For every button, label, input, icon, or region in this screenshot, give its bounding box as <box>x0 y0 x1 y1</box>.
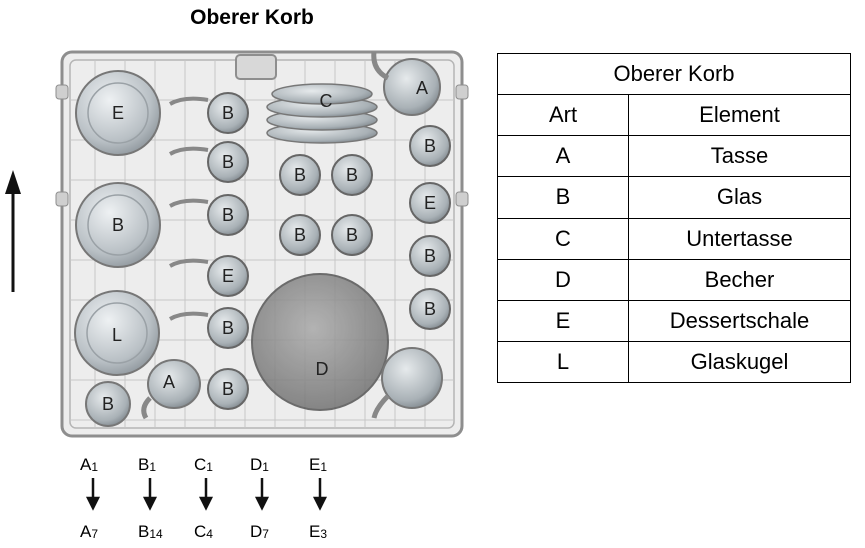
legend-header-art: Art <box>497 94 629 137</box>
sequence-arrows <box>85 478 328 511</box>
seq-end-d: D7 <box>250 522 269 541</box>
item-label: L <box>112 325 122 345</box>
legend-element-cell: Untertasse <box>628 217 851 260</box>
item-mug <box>141 359 201 420</box>
seq-end-e: E3 <box>309 522 328 541</box>
item-label: B <box>424 136 436 156</box>
item-label: D <box>316 359 329 379</box>
item-label: B <box>294 225 306 245</box>
loading-direction-arrow <box>5 170 21 292</box>
item-label: B <box>222 379 234 399</box>
item-label: B <box>102 394 114 414</box>
item-label: B <box>346 165 358 185</box>
items-saucers <box>266 83 378 144</box>
items-dessert-bowls <box>74 70 161 376</box>
item-label: B <box>222 318 234 338</box>
legend-element-cell: Becher <box>628 258 851 301</box>
table-row: D Becher <box>497 258 851 301</box>
items-cups <box>85 51 443 427</box>
item-label: E <box>424 193 436 213</box>
legend-header-row: Art Element <box>497 94 851 137</box>
item-label: C <box>320 91 333 111</box>
seq-start-d: D1 <box>250 455 269 474</box>
seq-end-a: A7 <box>80 522 99 541</box>
item-glass-ball <box>251 273 389 411</box>
item-label: B <box>346 225 358 245</box>
upper-basket-illustration: E B C A B B B B E B B B B B E B L B D A … <box>5 50 469 511</box>
legend-art-cell: A <box>497 135 629 178</box>
item-label: B <box>424 246 436 266</box>
seq-start-a: A1 <box>80 455 99 474</box>
diagram-title: Oberer Korb <box>190 6 314 29</box>
legend-art-cell: B <box>497 176 629 219</box>
legend-header-element: Element <box>628 94 851 137</box>
table-row: B Glas <box>497 176 851 219</box>
item-label: B <box>222 205 234 225</box>
seq-end-c: C4 <box>194 522 213 541</box>
legend-element-cell: Glas <box>628 176 851 219</box>
items-glasses <box>169 92 451 410</box>
item-label: A <box>163 372 175 392</box>
table-row: E Dessertschale <box>497 299 851 342</box>
item-label: B <box>222 103 234 123</box>
item-label: B <box>112 215 124 235</box>
item-label: A <box>416 78 428 98</box>
item-letters-extra: B <box>222 379 234 399</box>
item-label: B <box>294 165 306 185</box>
legend-art-cell: E <box>497 299 629 342</box>
item-label: B <box>222 152 234 172</box>
item-label: E <box>222 266 234 286</box>
legend-art-cell: D <box>497 258 629 301</box>
table-row: A Tasse <box>497 135 851 178</box>
legend-title: Oberer Korb <box>497 52 851 96</box>
seq-start-e: E1 <box>309 455 328 474</box>
item-label: B <box>424 299 436 319</box>
item-label: E <box>112 103 124 123</box>
legend-title-row: Oberer Korb <box>497 52 851 96</box>
item-letters: E B C A B B B B E B B B B B E B L B D A … <box>102 78 436 414</box>
legend-element-cell: Glaskugel <box>628 340 851 384</box>
legend-art-cell: L <box>497 340 629 384</box>
legend-element-cell: Tasse <box>628 135 851 178</box>
seq-end-b: B14 <box>138 522 163 541</box>
seq-start-b: B1 <box>138 455 157 474</box>
legend-art-cell: C <box>497 217 629 260</box>
seq-start-c: C1 <box>194 455 213 474</box>
table-row: C Untertasse <box>497 217 851 260</box>
legend-element-cell: Dessertschale <box>628 299 851 342</box>
table-row: L Glaskugel <box>497 340 851 384</box>
legend-table: Oberer Korb Art Element A Tasse B Glas C… <box>497 52 851 384</box>
